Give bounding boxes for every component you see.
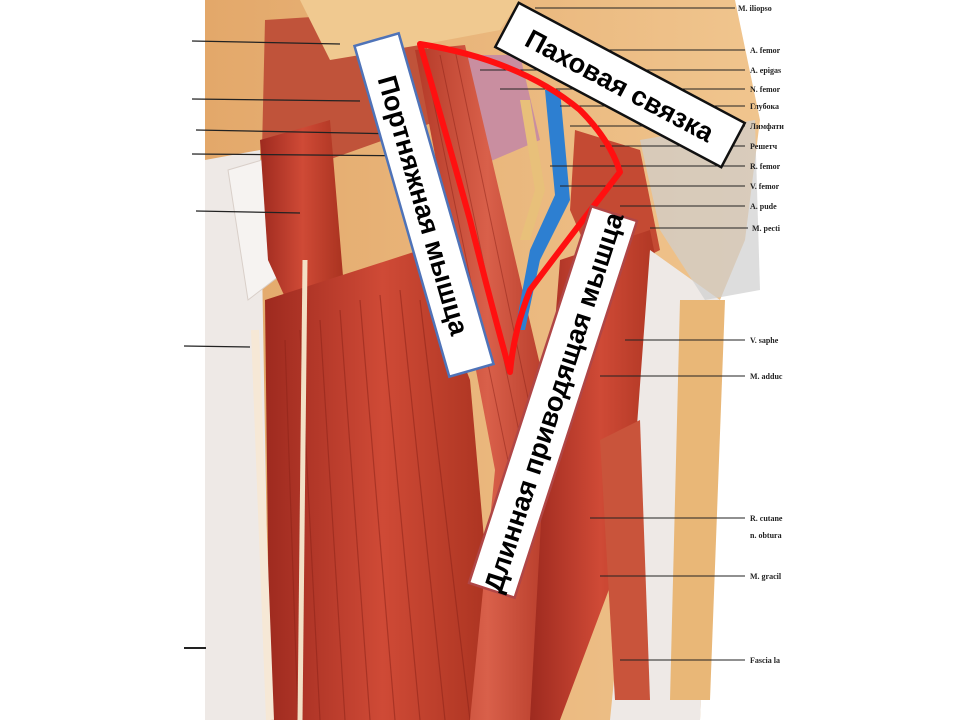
medial-tendon-band: [670, 300, 725, 700]
label-a-femoralis: A. femor: [750, 46, 781, 55]
adductor-longus-box: [467, 204, 639, 600]
femoral-vein: [515, 90, 570, 330]
label-m-gracilis: M. gracil: [750, 572, 782, 581]
lateral-muscle: [260, 120, 345, 330]
top-right-shadow: [640, 120, 760, 300]
label-a-epigastrica: A. epigas: [750, 66, 781, 75]
label-n-obturatorius: n. obtura: [750, 531, 782, 540]
label-m-adductor: M. adduc: [750, 372, 783, 381]
label-n-femoralis: N. femor: [750, 85, 781, 94]
tendon-stripe-2: [251, 329, 274, 720]
label-limfatich: Лимфати: [750, 122, 784, 131]
gracilis-muscle: [600, 420, 650, 700]
label-m-iliopsoas: M. iliopso: [738, 4, 772, 13]
tendon-stripe-1: [297, 259, 308, 720]
sartorius-label-box: [352, 31, 496, 379]
femoral-artery: [520, 100, 545, 240]
label-reshetch: Решетч: [750, 142, 778, 151]
right-labels: M. iliopso A. femor A. epigas N. femor Г…: [738, 4, 784, 665]
quadriceps: [265, 250, 500, 720]
label-glubokaya: Глубока: [750, 102, 779, 111]
label-r-femoralis: R. femor: [750, 162, 781, 171]
label-m-pectineus: M. pecti: [752, 224, 781, 233]
femoral-triangle-outline: [417, 41, 623, 375]
label-v-femoralis: V. femor: [750, 182, 780, 191]
label-r-cutaneus: R. cutane: [750, 514, 783, 523]
label-fascia-lata: Fascia la: [750, 656, 780, 665]
label-a-pudenda: A. pude: [750, 202, 777, 211]
inguinal-ligament-box: [493, 1, 747, 169]
label-v-saphena: V. saphe: [750, 336, 779, 345]
